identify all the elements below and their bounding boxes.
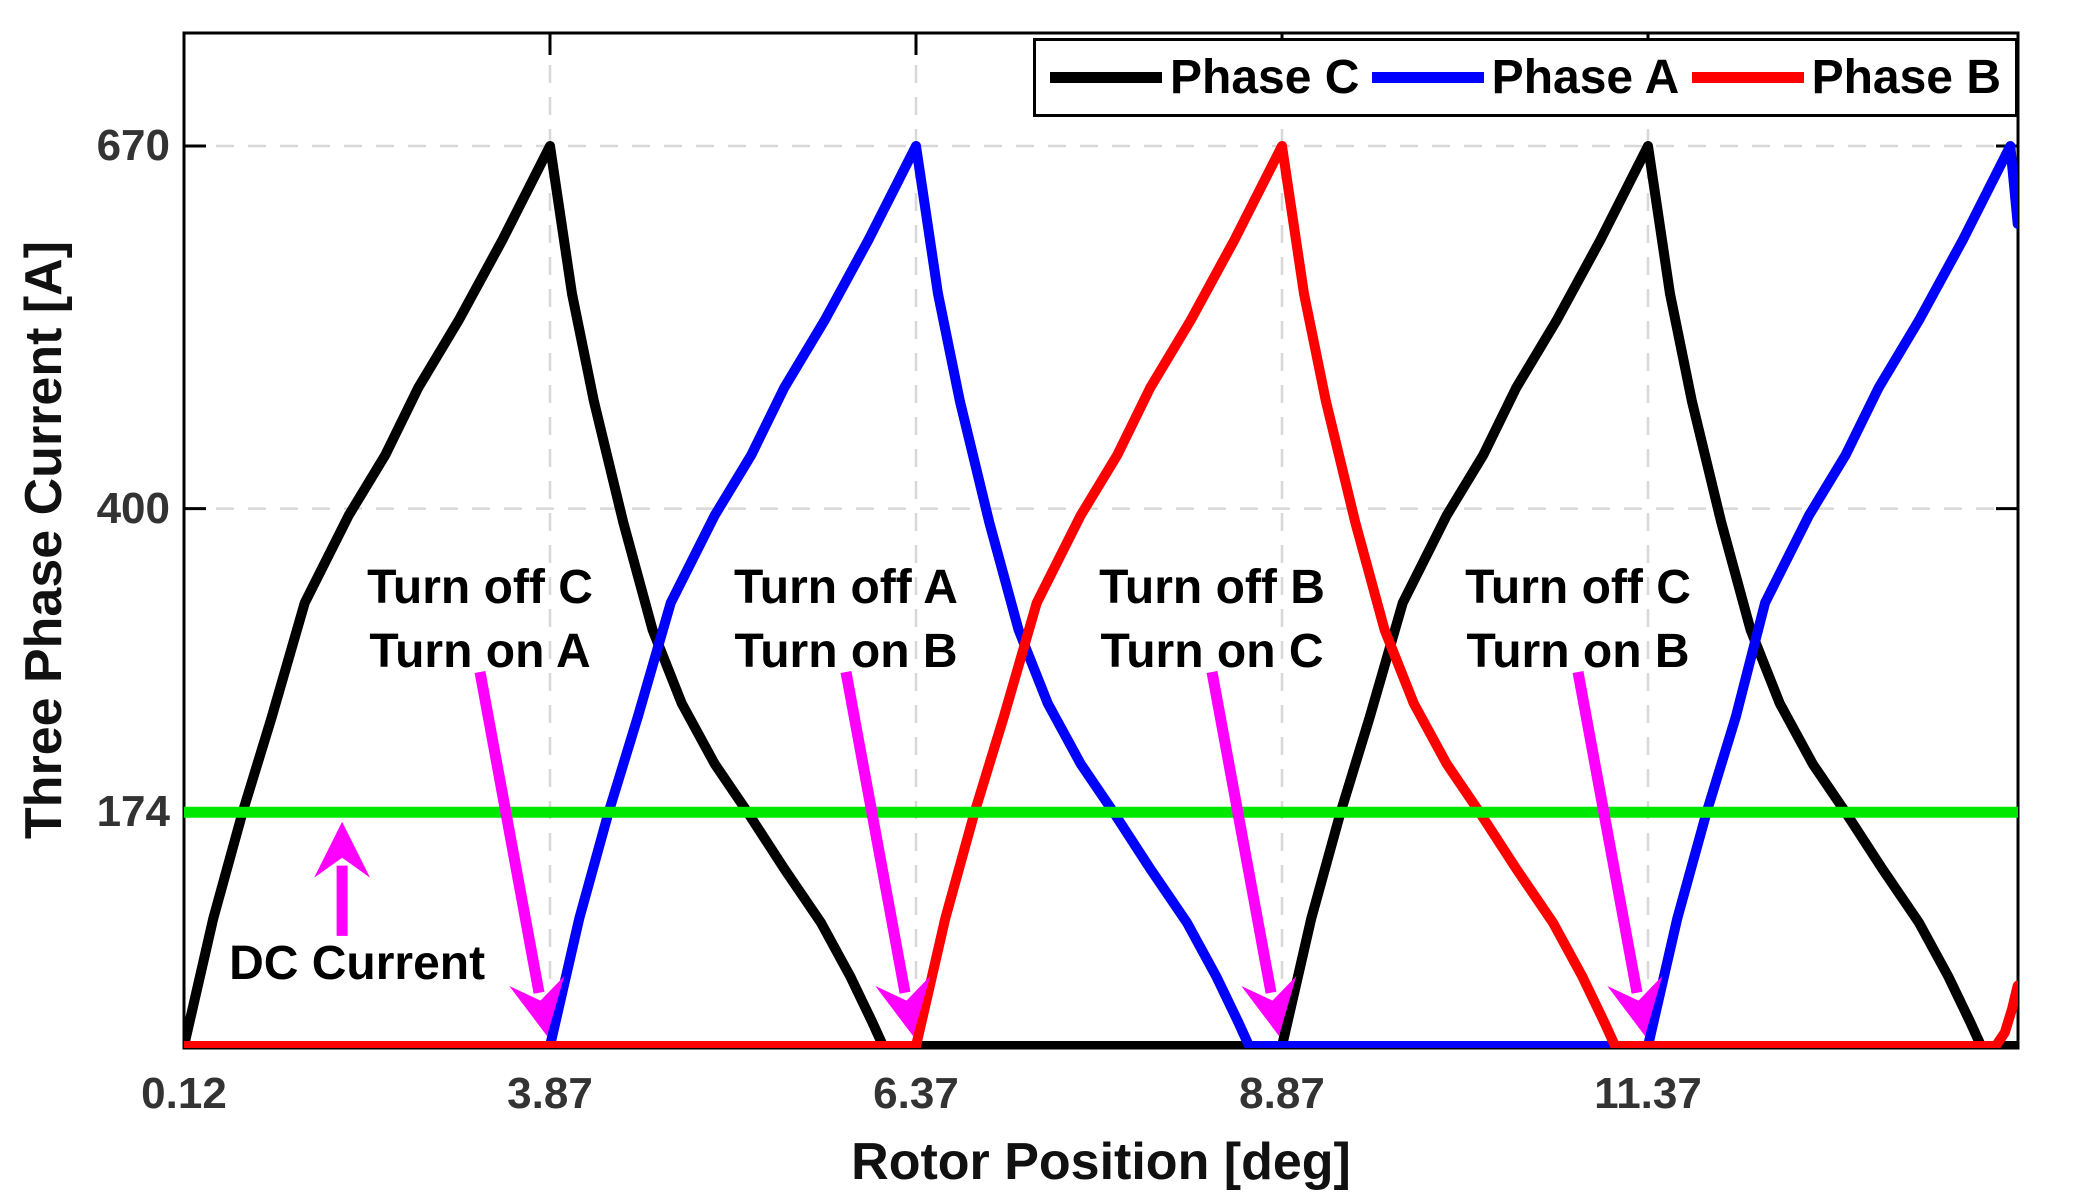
legend-label-phase-b: Phase B (1811, 51, 2001, 104)
legend-line-sample-phase-c (1050, 72, 1162, 83)
x-tick-label-0.12: 0.12 (141, 1069, 227, 1118)
x-tick-label-11.37: 11.37 (1594, 1069, 1702, 1118)
annotation-1: Turn off C Turn on A (367, 556, 593, 684)
x-tick-label-6.37: 6.37 (873, 1069, 959, 1118)
legend-item-phase-a: Phase A (1371, 50, 1680, 105)
commutation-arrow-4-head (1607, 975, 1663, 1036)
annotation-3-line1: Turn off B (1099, 561, 1325, 614)
commutation-arrow-3-head (1241, 975, 1297, 1036)
x-axis-title: Rotor Position [deg] (851, 1133, 1351, 1191)
plot-border (182, 31, 2020, 1050)
y-tick-label-400: 400 (96, 483, 170, 533)
annotation-2: Turn off A Turn on B (734, 556, 958, 684)
commutation-arrow-2-shaft (840, 671, 911, 994)
commutation-arrow-4-shaft (1572, 671, 1643, 994)
annotation-3-line2: Turn on C (1100, 625, 1324, 678)
legend-item-phase-c: Phase C (1050, 50, 1359, 105)
annotation-3: Turn off B Turn on C (1099, 556, 1325, 684)
commutation-arrow-2-head (875, 975, 931, 1036)
dc-current-label: DC Current (229, 937, 486, 990)
annotation-2-line2: Turn on B (734, 625, 958, 678)
legend-line-sample-phase-b (1691, 72, 1804, 83)
legend-label-phase-a: Phase A (1491, 51, 1680, 104)
x-tick-label-8.87: 8.87 (1239, 1069, 1325, 1118)
commutation-arrow-1-head (509, 975, 565, 1036)
annotation-4-line1: Turn off C (1465, 561, 1691, 614)
annotation-2-line1: Turn off A (734, 561, 958, 614)
legend-line-sample-phase-a (1371, 72, 1484, 83)
dc-current-arrow-head (314, 821, 371, 878)
legend-label-phase-c: Phase C (1170, 51, 1360, 104)
annotation-1-line1: Turn off C (367, 561, 593, 614)
y-tick-label-670: 670 (96, 121, 170, 170)
series-phase-a (184, 141, 2018, 1048)
annotation-1-line2: Turn on A (369, 625, 591, 678)
legend-item-phase-b: Phase B (1691, 50, 2001, 105)
y-axis-title: Three Phase Current [A] (15, 240, 73, 840)
annotation-4-line2: Turn on B (1466, 625, 1690, 678)
commutation-arrow-3-shaft (1206, 671, 1277, 994)
x-tick-label-3.87: 3.87 (507, 1069, 593, 1118)
annotation-4: Turn off C Turn on B (1465, 556, 1691, 684)
legend: Phase C Phase A Phase B (1033, 38, 2018, 117)
commutation-arrow-1-shaft (474, 671, 545, 994)
y-tick-label-174: 174 (96, 787, 170, 837)
series-phase-b (184, 141, 2018, 1048)
